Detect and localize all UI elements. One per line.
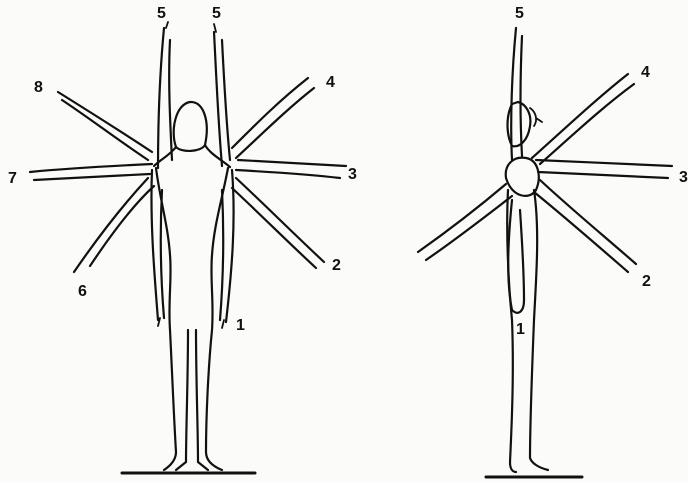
front-torso-right (206, 168, 228, 470)
front-arm-5-left (158, 28, 172, 168)
front-label-4: 4 (326, 74, 335, 91)
side-arm-4 (532, 74, 634, 164)
front-label-1: 1 (236, 317, 245, 334)
front-arm-1-right (220, 170, 234, 322)
front-arm-2 (232, 178, 324, 268)
front-arm-4 (232, 78, 314, 158)
front-label-7: 7 (8, 170, 17, 187)
front-legs-inner (176, 330, 208, 470)
front-arm-8 (58, 92, 152, 160)
side-arm-1 (508, 200, 524, 313)
front-arm-1-left (151, 170, 164, 320)
front-label-5-right: 5 (212, 5, 221, 22)
front-label-6: 6 (78, 283, 87, 300)
front-view-figure (30, 22, 346, 473)
side-label-4: 4 (641, 64, 650, 81)
front-label-2: 2 (332, 257, 341, 274)
side-arm-back (418, 184, 512, 260)
side-label-3: 3 (679, 169, 688, 186)
side-label-1: 1 (516, 321, 525, 338)
side-arm-3 (536, 160, 672, 178)
front-label-5-left: 5 (157, 5, 166, 22)
side-body-front (530, 190, 548, 470)
front-label-3: 3 (348, 166, 357, 183)
side-label-5: 5 (515, 5, 524, 22)
front-head (174, 102, 207, 151)
side-arm-5 (511, 28, 522, 160)
front-arm-7 (30, 164, 152, 180)
front-hand-marks (158, 22, 224, 328)
front-label-8: 8 (34, 79, 43, 96)
side-hand-detail (530, 108, 542, 126)
side-view-figure (418, 28, 672, 477)
side-arm-2 (534, 180, 636, 272)
front-arm-5-right (214, 32, 230, 166)
front-arm-6 (74, 178, 154, 272)
front-arm-3 (236, 160, 346, 178)
front-neck (154, 145, 230, 167)
side-label-2: 2 (642, 273, 651, 290)
